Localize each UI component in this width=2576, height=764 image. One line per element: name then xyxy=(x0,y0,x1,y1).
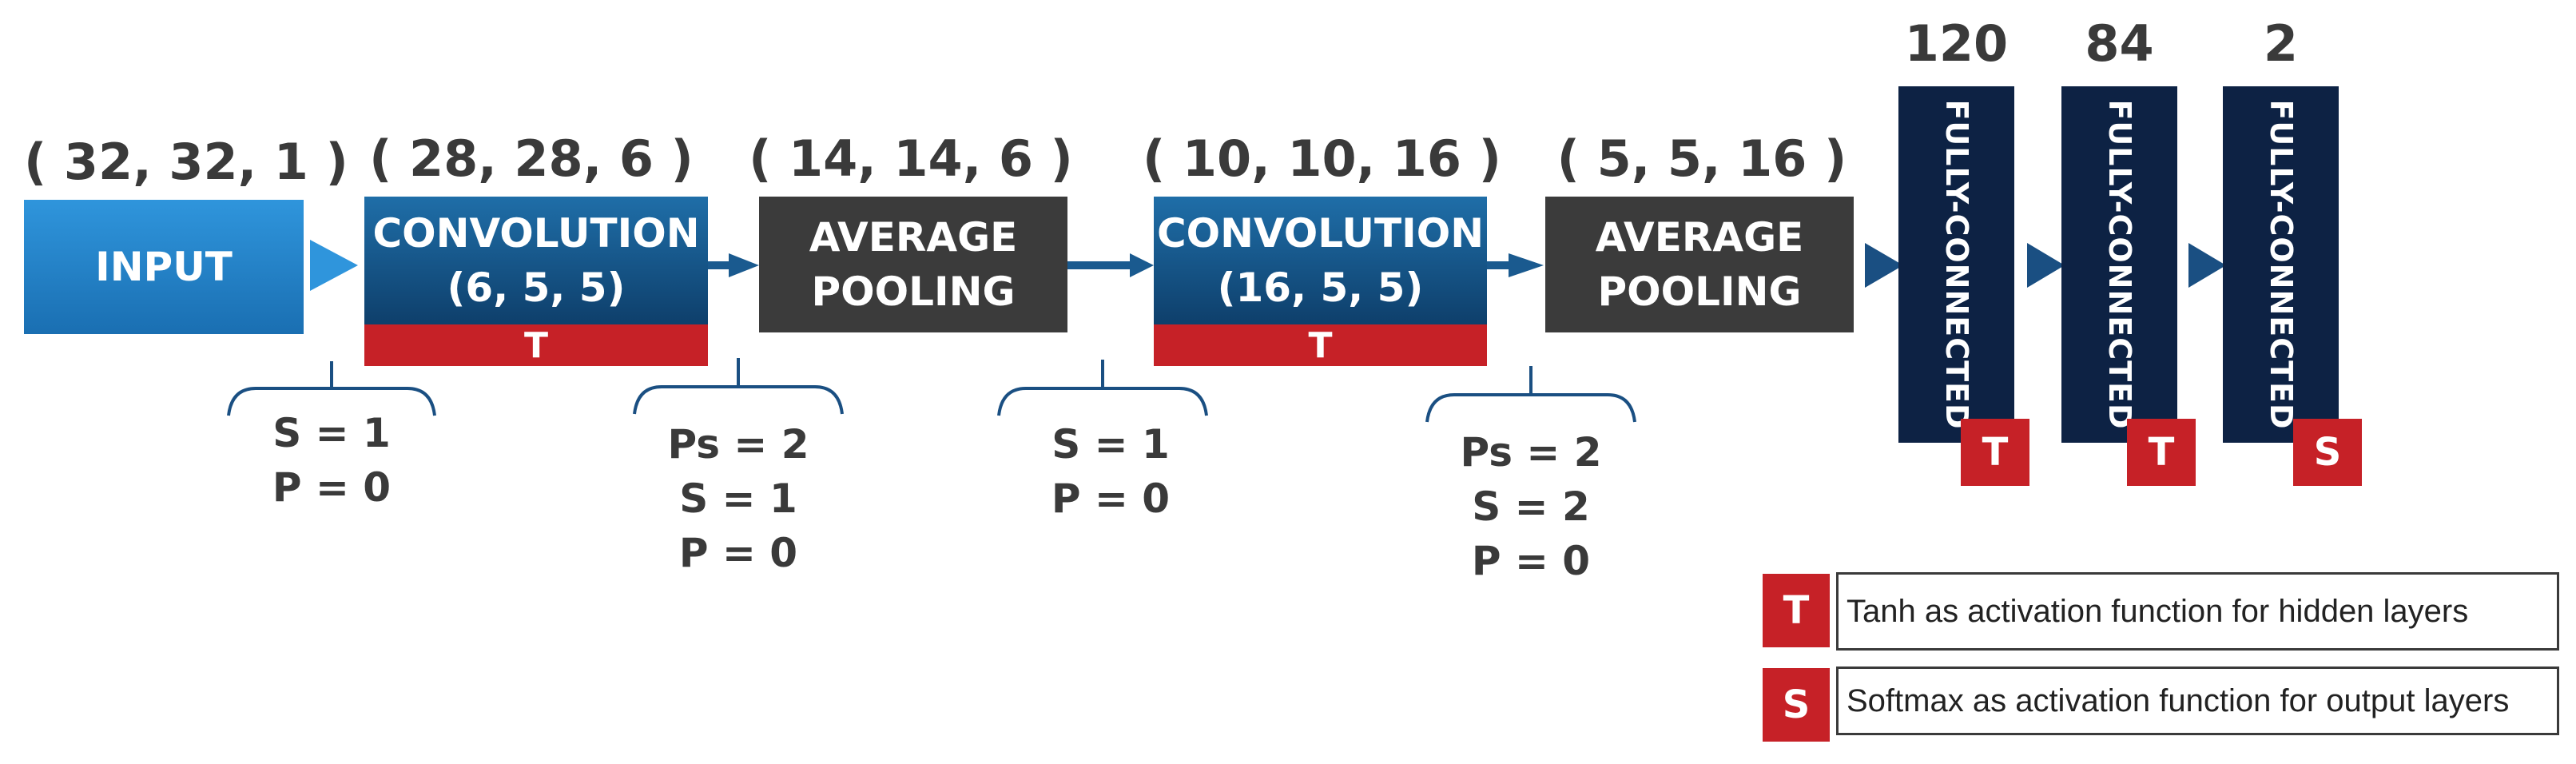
pool1-label-line1: AVERAGE xyxy=(809,214,1018,261)
pool2-block: AVERAGE POOLING xyxy=(1545,197,1854,332)
brace-2 xyxy=(633,358,844,415)
param-line: Ps = 2 xyxy=(1460,429,1602,476)
conv1-kernel: (6, 5, 5) xyxy=(447,265,626,311)
conv2-activation-badge: T xyxy=(1154,324,1487,366)
conv1-dims: ( 28, 28, 6 ) xyxy=(369,129,694,188)
fc2-label: FULLY-CONNECTED xyxy=(2101,99,2137,430)
fc3-block: FULLY-CONNECTED xyxy=(2223,86,2339,443)
conv2-dims: ( 10, 10, 16 ) xyxy=(1143,129,1501,188)
brace-4 xyxy=(1425,366,1636,423)
fc1-activation-badge: T xyxy=(1961,419,2029,486)
param-line: P = 0 xyxy=(1051,476,1171,522)
arrow-input-to-conv1 xyxy=(310,240,358,291)
conv2-kernel: (16, 5, 5) xyxy=(1217,265,1424,311)
fc2-block: FULLY-CONNECTED xyxy=(2061,86,2177,443)
pool1-label-line2: POOLING xyxy=(811,269,1016,315)
param-line: P = 0 xyxy=(1471,538,1591,584)
param-line: S = 1 xyxy=(1051,421,1170,468)
param-line: Ps = 2 xyxy=(667,421,809,468)
fc1-block: FULLY-CONNECTED xyxy=(1898,86,2014,443)
fc1-label: FULLY-CONNECTED xyxy=(1938,99,1974,430)
arrow-conv2-to-pool2 xyxy=(1487,253,1544,277)
legend-badge-tanh: T xyxy=(1763,574,1830,647)
param-line: P = 0 xyxy=(272,464,392,511)
input-block: INPUT xyxy=(24,200,304,334)
brace-3 xyxy=(997,360,1208,416)
pool2-dims: ( 5, 5, 16 ) xyxy=(1556,129,1847,188)
brace-1 xyxy=(227,361,436,416)
fc3-units: 2 xyxy=(2263,14,2299,73)
fc1-units: 120 xyxy=(1904,14,2009,73)
param-line: S = 1 xyxy=(679,476,797,522)
arrow-conv1-to-pool1 xyxy=(708,253,759,277)
conv2-block: CONVOLUTION (16, 5, 5) xyxy=(1154,197,1487,324)
pool1-block: AVERAGE POOLING xyxy=(759,197,1067,332)
pool2-label-line1: AVERAGE xyxy=(1595,214,1804,261)
conv2-label: CONVOLUTION xyxy=(1156,210,1485,257)
arrow-pool2-to-fc1 xyxy=(1865,243,1903,288)
param-line: P = 0 xyxy=(678,530,798,576)
conv1-block: CONVOLUTION (6, 5, 5) xyxy=(364,197,708,324)
params-pool2: Ps = 2 S = 2 P = 0 xyxy=(1459,425,1603,588)
params-conv1: S = 1 P = 0 xyxy=(268,406,396,515)
input-label: INPUT xyxy=(95,244,233,290)
input-dims: ( 32, 32, 1 ) xyxy=(24,133,348,191)
param-line: S = 1 xyxy=(272,410,391,456)
fc3-label: FULLY-CONNECTED xyxy=(2263,99,2299,430)
arrow-pool1-to-conv2 xyxy=(1067,253,1154,277)
fc3-activation-badge: S xyxy=(2293,419,2362,486)
legend-text-softmax: Softmax as activation function for outpu… xyxy=(1836,667,2559,735)
params-pool1: Ps = 2 S = 1 P = 0 xyxy=(666,417,810,580)
conv1-label: CONVOLUTION xyxy=(372,210,700,257)
fc2-activation-badge: T xyxy=(2127,419,2196,486)
pool1-dims: ( 14, 14, 6 ) xyxy=(749,129,1073,188)
conv1-activation-badge: T xyxy=(364,324,708,366)
fc2-units: 84 xyxy=(2085,14,2154,73)
params-conv2: S = 1 P = 0 xyxy=(1047,417,1175,526)
param-line: S = 2 xyxy=(1472,483,1590,530)
arrow-fc1-to-fc2 xyxy=(2027,243,2065,288)
pool2-label-line2: POOLING xyxy=(1597,269,1802,315)
legend-badge-softmax: S xyxy=(1763,668,1830,742)
legend-text-tanh: Tanh as activation function for hidden l… xyxy=(1836,572,2559,651)
arrow-fc2-to-fc3 xyxy=(2188,243,2226,288)
